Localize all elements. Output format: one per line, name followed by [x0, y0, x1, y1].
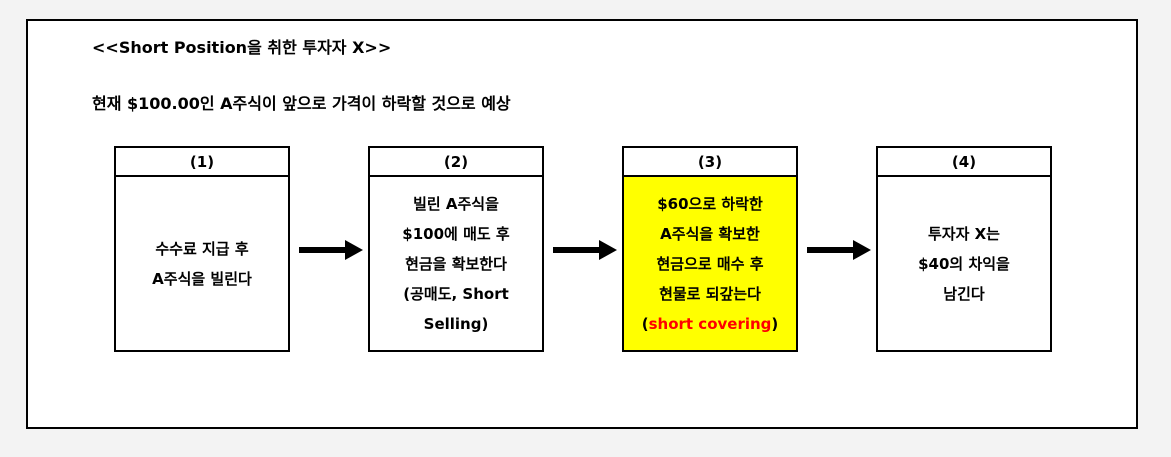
step-1-number: (1): [116, 148, 288, 177]
step-3-note-close: ): [771, 314, 779, 333]
step-2-line-4: (공매도, Short: [403, 284, 509, 303]
step-1-body: 수수료 지급 후 A주식을 빌린다: [116, 177, 288, 350]
step-1-line-2: A주식을 빌린다: [152, 269, 252, 288]
step-3-note-open: (: [641, 314, 649, 333]
step-4-line-1: 투자자 X는: [928, 224, 1000, 243]
step-1-line-1: 수수료 지급 후: [155, 239, 249, 258]
arrow-right-icon: [553, 240, 617, 260]
arrow-right-icon: [299, 240, 363, 260]
step-3-note-line: (short covering): [642, 309, 779, 339]
step-2-line-5: Selling): [423, 314, 489, 333]
step-2-line-2: $100에 매도 후: [402, 224, 510, 243]
step-2-line-1: 빌린 A주식을: [413, 194, 499, 213]
step-4-number: (4): [878, 148, 1050, 177]
step-3-line-2: A주식을 확보한: [660, 224, 760, 243]
step-3-box: (3) $60으로 하락한 A주식을 확보한 현금으로 매수 후 현물로 되갚는…: [622, 146, 798, 352]
step-3-body: $60으로 하락한 A주식을 확보한 현금으로 매수 후 현물로 되갚는다 (s…: [624, 177, 796, 350]
step-2-line-3: 현금을 확보한다: [405, 254, 507, 273]
step-4-line-2: $40의 차익을: [918, 254, 1010, 273]
step-4-line-3: 남긴다: [943, 284, 985, 303]
step-1-box: (1) 수수료 지급 후 A주식을 빌린다: [114, 146, 290, 352]
step-3-line-4: 현물로 되갚는다: [659, 284, 761, 303]
diagram-subtitle: 현재 $100.00인 A주식이 앞으로 가격이 하락할 것으로 예상: [92, 94, 511, 113]
step-3-line-1: $60으로 하락한: [657, 194, 763, 213]
step-3-line-3: 현금으로 매수 후: [656, 254, 764, 273]
step-4-box: (4) 투자자 X는 $40의 차익을 남긴다: [876, 146, 1052, 352]
step-4-body: 투자자 X는 $40의 차익을 남긴다: [878, 177, 1050, 350]
step-2-box: (2) 빌린 A주식을 $100에 매도 후 현금을 확보한다 (공매도, Sh…: [368, 146, 544, 352]
step-3-number: (3): [624, 148, 796, 177]
arrow-right-icon: [807, 240, 871, 260]
diagram-title: <<Short Position을 취한 투자자 X>>: [92, 38, 392, 57]
step-3-note: short covering: [648, 314, 772, 333]
step-2-body: 빌린 A주식을 $100에 매도 후 현금을 확보한다 (공매도, Short …: [370, 177, 542, 350]
step-2-number: (2): [370, 148, 542, 177]
